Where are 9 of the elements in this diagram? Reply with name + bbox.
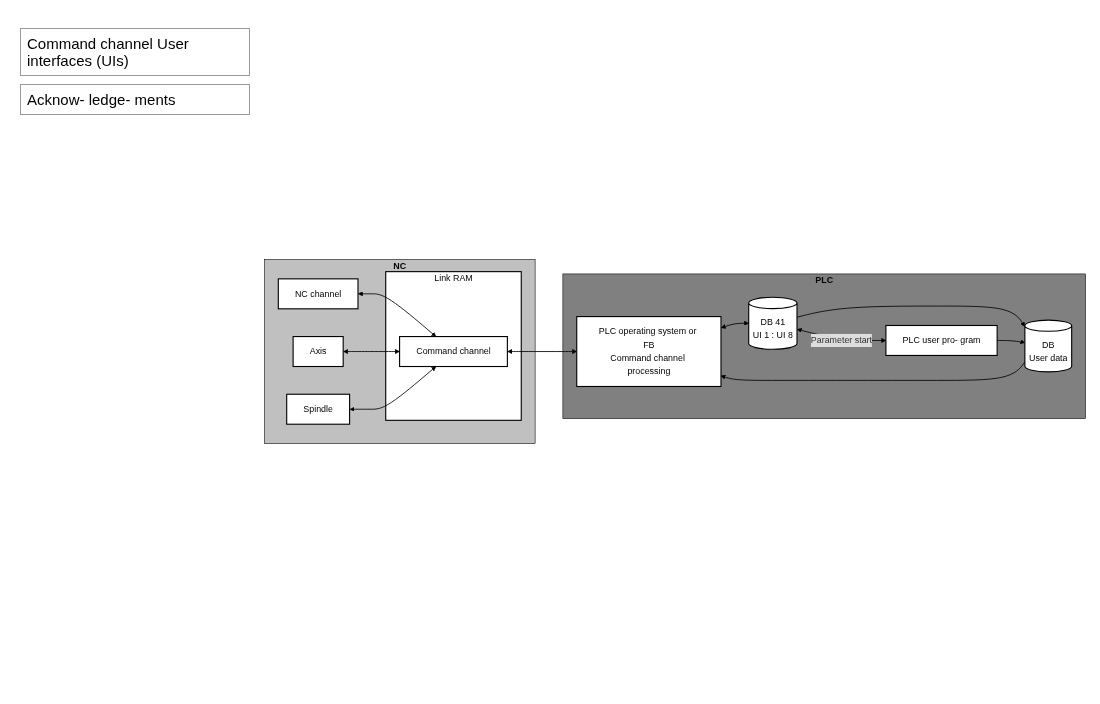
node-box: PLC user pro- gram (885, 325, 998, 357)
node-box: NC channel (277, 278, 359, 310)
node-box: Axis (292, 336, 344, 368)
note-label: Command channel User interfaces (UIs) (20, 28, 250, 76)
node-box: PLC operating system or FB Command channel processing (576, 316, 722, 388)
node-box: Spindle (286, 394, 351, 426)
note-label: Acknow- ledge- ments (20, 84, 250, 115)
node-box: Command channel (399, 336, 508, 368)
edge-label: Parameter start (810, 335, 873, 346)
